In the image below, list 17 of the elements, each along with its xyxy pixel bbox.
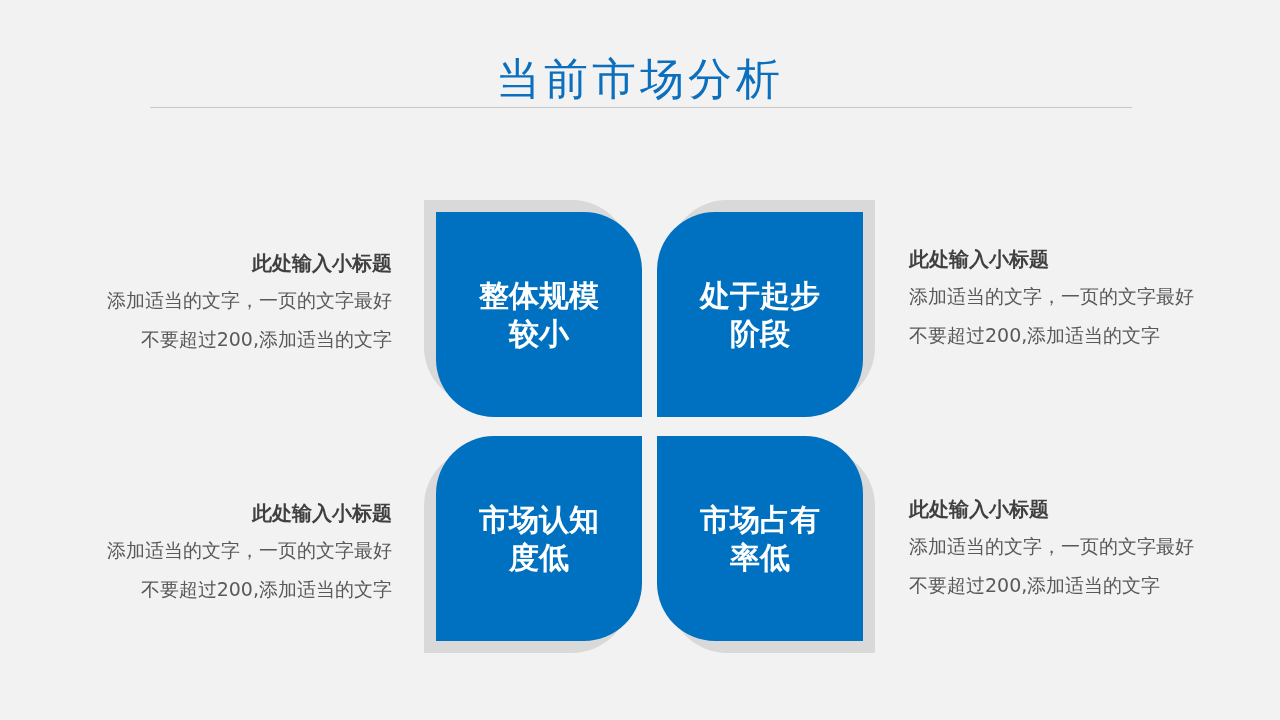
petal-label: 市场占有率低: [699, 500, 821, 577]
petal-label: 整体规模较小: [478, 276, 600, 353]
body-text: 添加适当的文字，一页的文字最好不要超过200,添加适当的文字: [909, 284, 1195, 348]
petal-box: [436, 436, 642, 641]
title: 当前市场分析: [496, 53, 784, 104]
body-text: 添加适当的文字，一页的文字最好不要超过200,添加适当的文字: [106, 538, 392, 602]
petal-label: 处于起步阶段: [698, 276, 821, 353]
petal-box: [436, 212, 642, 417]
petal-label: 市场认知度低: [478, 500, 600, 577]
subheading: 此处输入小标题: [252, 250, 392, 277]
petal-box: [657, 212, 863, 417]
body-text: 添加适当的文字，一页的文字最好不要超过200,添加适当的文字: [909, 534, 1195, 598]
subheading: 此处输入小标题: [909, 496, 1049, 523]
subheading: 此处输入小标题: [909, 246, 1049, 273]
body-text: 添加适当的文字，一页的文字最好不要超过200,添加适当的文字: [106, 288, 392, 352]
petal-box: [657, 436, 863, 641]
subheading: 此处输入小标题: [252, 500, 392, 527]
